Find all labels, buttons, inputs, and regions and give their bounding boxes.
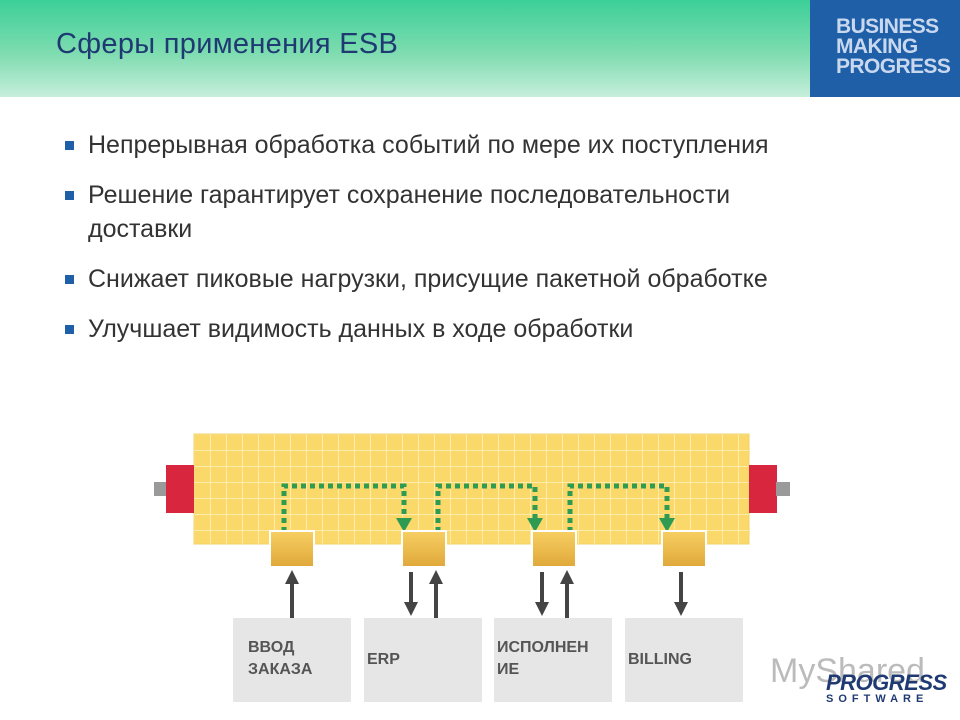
arrow-up-icon bbox=[429, 570, 443, 584]
arrow-down-icon bbox=[535, 602, 549, 616]
bullet-icon bbox=[65, 141, 74, 150]
bullet-item: Снижает пиковые нагрузки, присущие пакет… bbox=[62, 262, 802, 296]
bullet-icon bbox=[65, 325, 74, 334]
bullet-item: Решение гарантирует сохранение последова… bbox=[62, 178, 802, 246]
system-label-erp: ERP bbox=[367, 651, 400, 668]
brand-logo: BUSINESS MAKING PROGRESS bbox=[836, 15, 951, 78]
progress-software-logo: PROGRESS SOFTWARE bbox=[826, 670, 947, 705]
arrow-down-icon bbox=[404, 602, 418, 616]
system-box-erp bbox=[364, 618, 482, 702]
adapter-node-order bbox=[269, 530, 315, 568]
arrowhead-icon bbox=[527, 518, 543, 532]
path-fulfillment-to-billing bbox=[567, 483, 670, 532]
message-paths bbox=[281, 483, 670, 532]
bullet-item: Улучшает видимость данных в ходе обработ… bbox=[62, 312, 802, 346]
bullet-icon bbox=[65, 191, 74, 200]
bullet-item: Непрерывная обработка событий по мере их… bbox=[62, 128, 802, 162]
system-label-billing: BILLING bbox=[628, 651, 692, 668]
path-erp-to-fulfillment bbox=[435, 483, 538, 532]
bus-endcap-left-stub bbox=[154, 482, 168, 496]
arrowhead-icon bbox=[396, 518, 412, 532]
arrow-up-icon bbox=[560, 570, 574, 584]
bus-endcap-right-stub bbox=[776, 482, 790, 496]
path-arrowheads bbox=[396, 518, 675, 532]
system-box-fulfillment bbox=[494, 618, 612, 702]
arrow-down-icon bbox=[674, 602, 688, 616]
bus-endcap-right bbox=[749, 465, 777, 513]
arrowhead-icon bbox=[659, 518, 675, 532]
system-label-order: ВВОД ЗАКАЗА bbox=[248, 639, 313, 678]
system-box-billing bbox=[625, 618, 743, 702]
esb-bus bbox=[193, 433, 750, 545]
bullet-list: Непрерывная обработка событий по мере их… bbox=[62, 128, 802, 362]
system-box-order bbox=[233, 618, 351, 702]
path-order-to-erp bbox=[281, 483, 407, 532]
system-connectors bbox=[285, 570, 688, 618]
brand-block: BUSINESS MAKING PROGRESS bbox=[810, 0, 960, 97]
adapter-node-fulfillment bbox=[531, 530, 577, 568]
bus-endcap-left bbox=[166, 465, 194, 513]
bullet-icon bbox=[65, 275, 74, 284]
adapter-node-billing bbox=[661, 530, 707, 568]
arrow-up-icon bbox=[285, 570, 299, 584]
header-bar bbox=[0, 0, 960, 97]
slide-title: Сферы применения ESB bbox=[56, 28, 399, 60]
system-label-fulfillment: ИСПОЛНЕН ИЕ bbox=[497, 639, 589, 678]
adapter-node-erp bbox=[401, 530, 447, 568]
watermark: MyShared bbox=[770, 652, 925, 690]
